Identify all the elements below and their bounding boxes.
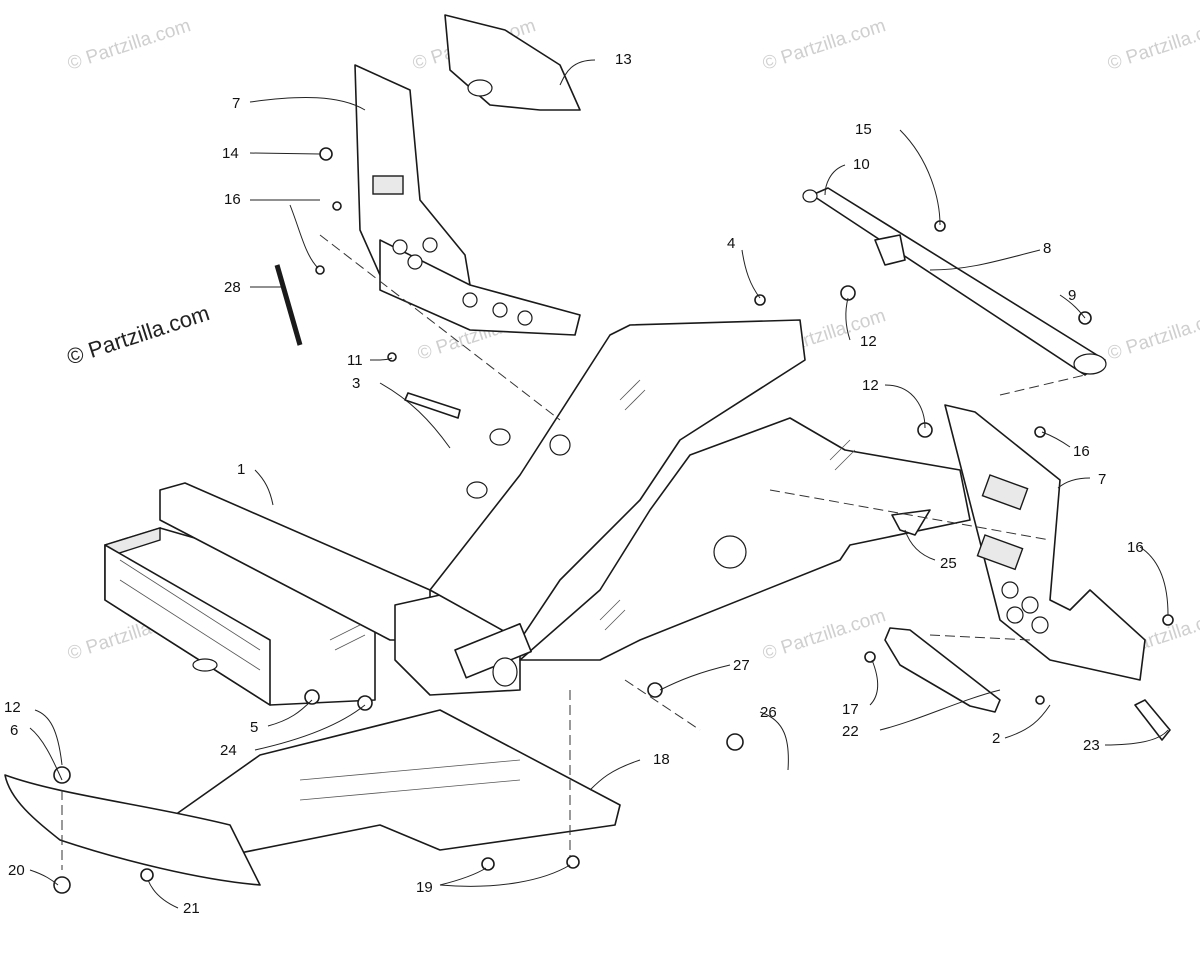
callout-label: 18 — [653, 751, 670, 768]
callout-label: 20 — [8, 862, 25, 879]
chassis-frame — [104, 319, 971, 706]
steering-cover — [444, 14, 581, 111]
callout-label: 13 — [615, 51, 632, 68]
callout-label: 9 — [1068, 287, 1076, 304]
callout-label: 28 — [224, 279, 241, 296]
rod — [274, 264, 303, 346]
callout-label: 14 — [222, 145, 239, 162]
callout-label: 7 — [1098, 471, 1106, 488]
callout-label: 12 — [860, 333, 877, 350]
callout-label: 27 — [733, 657, 750, 674]
steering-support-bracket-right — [944, 404, 1146, 681]
front-bumper — [4, 774, 261, 886]
belly-pan — [174, 709, 621, 856]
callout-label: 1 — [237, 461, 245, 478]
callout-label: 11 — [347, 352, 363, 369]
watermark-text: © Partzilla.com — [760, 15, 888, 75]
callout-label: 3 — [352, 375, 360, 392]
callout-labels: 13 7 14 16 28 11 3 1 5 24 4 15 10 8 9 12… — [4, 51, 1144, 917]
callout-label: 16 — [1073, 443, 1090, 460]
callout-label: 23 — [1083, 737, 1100, 754]
callout-label: 7 — [232, 95, 240, 112]
callout-label: 8 — [1043, 240, 1051, 257]
steering-support-bracket-left — [354, 64, 581, 336]
callout-label: 16 — [1127, 539, 1144, 556]
callout-leaders — [29, 59, 1169, 909]
callout-label: 15 — [855, 121, 872, 138]
callout-label: 26 — [760, 704, 777, 721]
callout-label: 10 — [853, 156, 870, 173]
watermark-main: © Partzilla.com — [64, 300, 213, 370]
callout-label: 4 — [727, 235, 735, 252]
bracket-25 — [891, 509, 931, 536]
callout-label: 12 — [862, 377, 879, 394]
callout-label: 25 — [940, 555, 957, 572]
steering-post — [802, 187, 1107, 376]
watermark-text: © Partzilla.com — [1105, 15, 1200, 75]
strap — [1134, 699, 1171, 741]
fasteners — [53, 147, 1174, 894]
mount-plate — [884, 627, 1001, 713]
callout-label: 6 — [10, 722, 18, 739]
callout-label: 24 — [220, 742, 237, 759]
callout-label: 19 — [416, 879, 433, 896]
callout-label: 2 — [992, 730, 1000, 747]
callout-label: 5 — [250, 719, 258, 736]
callout-label: 21 — [183, 900, 200, 917]
tab-plate — [404, 392, 461, 419]
callout-label: 12 — [4, 699, 21, 716]
watermark-text: © Partzilla.com — [1105, 305, 1200, 365]
callout-label: 17 — [842, 701, 859, 718]
assembly-lines — [61, 234, 1086, 870]
watermark-text: © Partzilla.com — [65, 15, 193, 75]
callout-label: 22 — [842, 723, 859, 740]
callout-label: 16 — [224, 191, 241, 208]
